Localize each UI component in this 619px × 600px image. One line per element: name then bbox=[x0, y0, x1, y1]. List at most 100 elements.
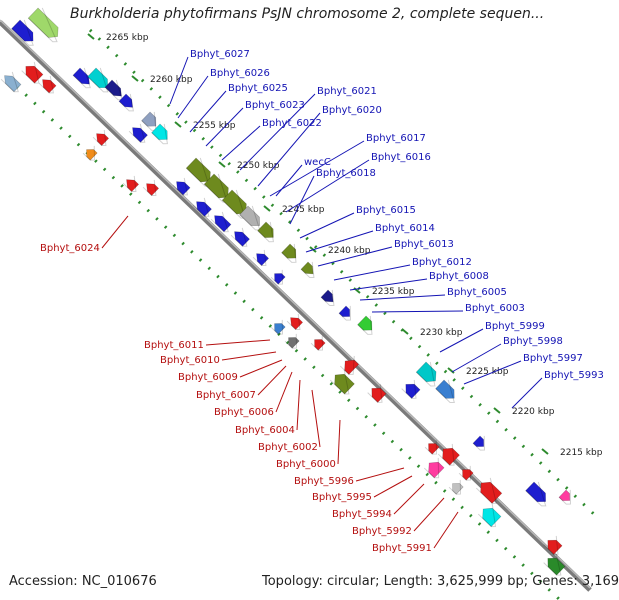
forward-gene-label[interactable]: Bphyt_5997 bbox=[523, 353, 583, 364]
gene-leader-line bbox=[189, 90, 227, 133]
gene-arrow bbox=[128, 123, 148, 143]
scale-label: 2230 kbp bbox=[420, 328, 463, 338]
gene-leader-line bbox=[169, 56, 189, 105]
forward-gene-label[interactable]: Bphyt_6022 bbox=[262, 118, 322, 129]
reverse-gene-label[interactable]: Bphyt_5991 bbox=[372, 543, 432, 554]
gene-arrow bbox=[141, 111, 157, 131]
gene-arrow bbox=[239, 205, 261, 231]
reverse-gene-label[interactable]: Bphyt_5996 bbox=[294, 476, 354, 487]
forward-gene-label[interactable]: Bphyt_6016 bbox=[371, 152, 431, 163]
forward-gene-label[interactable]: Bphyt_6013 bbox=[394, 239, 454, 250]
gene-arrow bbox=[543, 535, 563, 555]
forward-gene-label[interactable]: Bphyt_5993 bbox=[544, 370, 604, 381]
forward-gene-label[interactable]: Bphyt_6027 bbox=[190, 49, 250, 60]
scale-label: 2215 kbp bbox=[560, 448, 603, 458]
gene-arrow bbox=[192, 197, 212, 217]
gene-arrow bbox=[401, 379, 421, 399]
reverse-gene-label[interactable]: Bphyt_6007 bbox=[196, 390, 256, 401]
gene-leader-line bbox=[337, 419, 341, 465]
gene-arrow bbox=[415, 361, 437, 387]
gene-arrow bbox=[270, 269, 286, 285]
gene-leader-line bbox=[439, 328, 484, 353]
gene-arrow bbox=[448, 479, 464, 495]
gene-arrow bbox=[458, 465, 474, 481]
forward-gene-label[interactable]: wecC bbox=[304, 157, 331, 168]
gene-arrow bbox=[257, 221, 275, 243]
gene-arrow bbox=[38, 75, 57, 94]
gene-leader-line bbox=[289, 175, 315, 225]
scale-tick bbox=[447, 367, 455, 374]
gene-arrow bbox=[339, 355, 360, 375]
gene-leader-line bbox=[296, 379, 301, 431]
forward-gene-label[interactable]: Bphyt_6015 bbox=[356, 205, 416, 216]
gene-arrow bbox=[472, 435, 485, 451]
reverse-gene-label[interactable]: Bphyt_6011 bbox=[144, 340, 204, 351]
reverse-gene-label[interactable]: Bphyt_6024 bbox=[40, 243, 100, 254]
gene-arrow bbox=[104, 79, 123, 101]
gene-arrow bbox=[338, 305, 351, 321]
gene-leader-line bbox=[299, 212, 355, 239]
gene-arrow bbox=[151, 123, 169, 145]
gene-arrow bbox=[270, 319, 286, 335]
gene-arrow bbox=[435, 379, 455, 404]
scale-label: 2260 kbp bbox=[150, 75, 193, 85]
forward-gene-label[interactable]: Bphyt_5998 bbox=[503, 336, 563, 347]
reverse-gene-label[interactable]: Bphyt_6006 bbox=[214, 407, 274, 418]
gene-arrow bbox=[424, 439, 440, 455]
reverse-gene-label[interactable]: Bphyt_6009 bbox=[178, 372, 238, 383]
gene-arrow bbox=[367, 383, 387, 403]
forward-gene-label[interactable]: Bphyt_6008 bbox=[429, 271, 489, 282]
gene-labels: Bphyt_6027Bphyt_6026Bphyt_6025Bphyt_6023… bbox=[40, 49, 604, 554]
reverse-gene-label[interactable]: Bphyt_6000 bbox=[276, 459, 336, 470]
reverse-gene-label[interactable]: Bphyt_5994 bbox=[332, 509, 392, 520]
gene-arrow bbox=[329, 369, 355, 395]
scale-label: 2255 kbp bbox=[193, 121, 236, 131]
gene-leader-line bbox=[393, 483, 425, 515]
forward-gene-label[interactable]: Bphyt_6018 bbox=[316, 168, 376, 179]
reverse-gene-label[interactable]: Bphyt_5995 bbox=[312, 492, 372, 503]
forward-gene-label[interactable]: Bphyt_6012 bbox=[412, 257, 472, 268]
gene-arrow bbox=[543, 553, 566, 576]
forward-gene-label[interactable]: Bphyt_6017 bbox=[366, 133, 426, 144]
page-title: Burkholderia phytofirmans PsJN chromosom… bbox=[70, 6, 545, 22]
forward-gene-label[interactable]: Bphyt_6005 bbox=[447, 287, 507, 298]
gene-arrow bbox=[21, 61, 44, 84]
scale-tick bbox=[218, 161, 226, 168]
forward-gene-label[interactable]: Bphyt_6021 bbox=[317, 86, 377, 97]
reverse-gene-label[interactable]: Bphyt_6004 bbox=[235, 425, 295, 436]
gene-leader-line bbox=[257, 365, 287, 396]
gene-arrow bbox=[252, 249, 270, 267]
gene-leader-line bbox=[451, 343, 502, 373]
reverse-gene-label[interactable]: Bphyt_6010 bbox=[160, 355, 220, 366]
gene-leader-line bbox=[101, 215, 129, 249]
forward-gene-label[interactable]: Bphyt_6014 bbox=[375, 223, 435, 234]
scale-tick bbox=[263, 205, 271, 212]
gene-arrow bbox=[230, 227, 250, 247]
gene-leader-line bbox=[317, 246, 393, 267]
gene-arrow bbox=[284, 333, 300, 349]
gene-leader-line bbox=[359, 294, 446, 301]
gene-arrow bbox=[92, 129, 110, 147]
gene-leader-line bbox=[355, 467, 405, 482]
forward-gene-label[interactable]: Bphyt_6025 bbox=[228, 83, 288, 94]
gene-leader-line bbox=[205, 339, 271, 346]
forward-gene-label[interactable]: Bphyt_5999 bbox=[485, 321, 545, 332]
forward-gene-label[interactable]: Bphyt_6003 bbox=[465, 303, 525, 314]
scale-tick bbox=[174, 121, 182, 128]
gene-leader-line bbox=[205, 107, 244, 147]
scale-label: 2250 kbp bbox=[237, 161, 280, 171]
forward-gene-label[interactable]: Bphyt_6020 bbox=[322, 105, 382, 116]
reverse-gene-label[interactable]: Bphyt_5992 bbox=[352, 526, 412, 537]
gene-leader-line bbox=[373, 475, 413, 498]
scale-tick bbox=[131, 75, 139, 82]
gene-arrow bbox=[423, 457, 445, 479]
gene-arrow bbox=[172, 177, 191, 196]
forward-gene-label[interactable]: Bphyt_6026 bbox=[210, 68, 270, 79]
scale-label: 2265 kbp bbox=[106, 33, 149, 43]
gene-arrow bbox=[210, 211, 232, 233]
gene-leader-line bbox=[221, 351, 277, 361]
reverse-gene-label[interactable]: Bphyt_6002 bbox=[258, 442, 318, 453]
forward-gene-label[interactable]: Bphyt_6023 bbox=[245, 100, 305, 111]
gene-arrow bbox=[72, 67, 91, 89]
gene-leader-line bbox=[433, 511, 459, 549]
